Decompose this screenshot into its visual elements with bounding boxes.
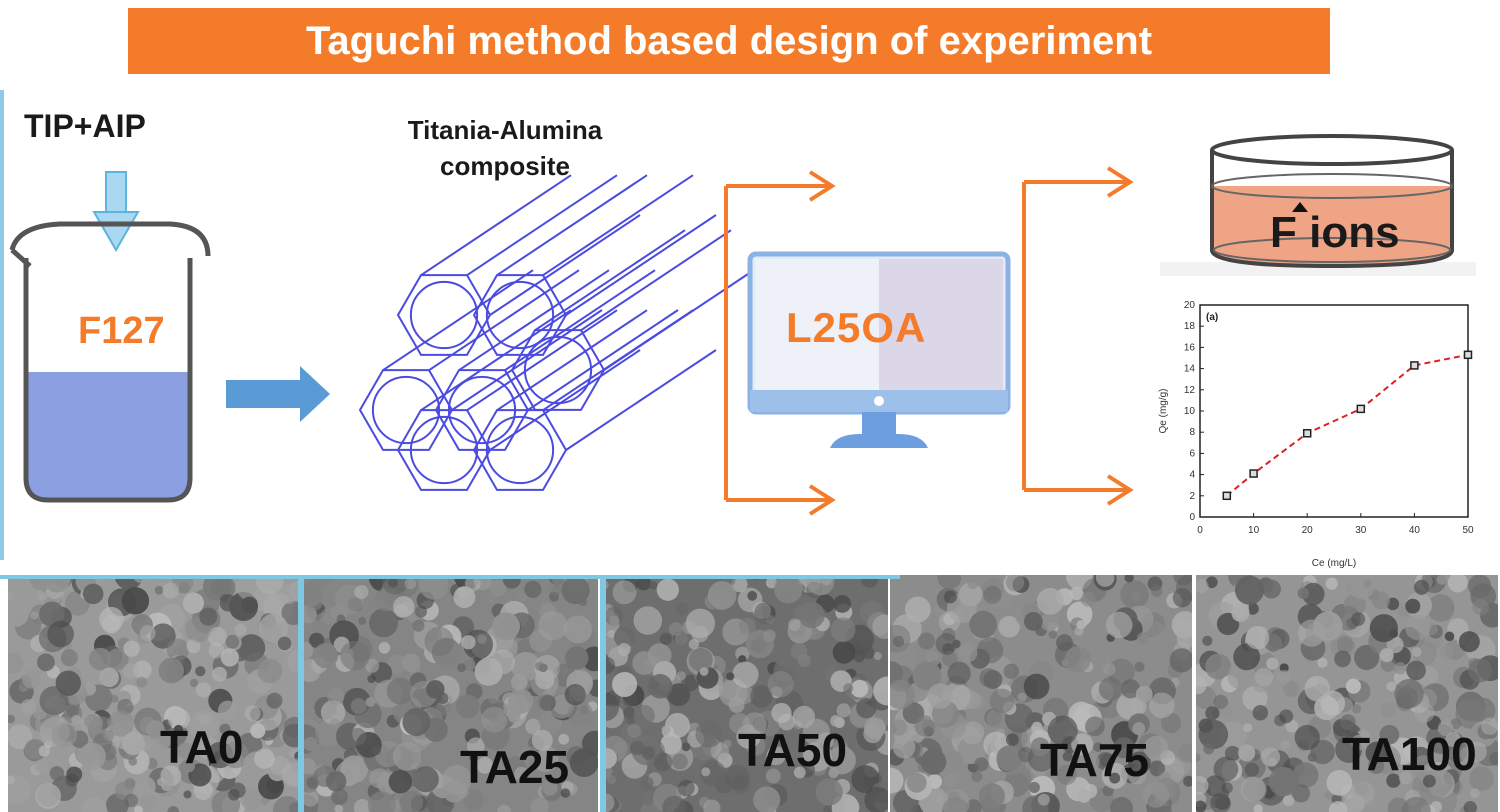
- y-tick-label: 6: [1189, 448, 1195, 459]
- y-tick-label: 12: [1184, 385, 1196, 396]
- x-tick-label: 10: [1248, 525, 1260, 536]
- tube-edge: [466, 309, 618, 411]
- tube-edge: [489, 214, 641, 316]
- tube-edge: [420, 174, 572, 276]
- sem-label-ta100: TA100: [1342, 728, 1477, 780]
- sem-image-strip: TA0 TA25 TA50 TA75 TA100: [0, 575, 1500, 812]
- sem-texture: [304, 575, 598, 812]
- monitor-icon: [747, 251, 1011, 448]
- y-tick-label: 4: [1189, 470, 1195, 481]
- left-edge-line: [0, 90, 4, 560]
- x-tick-label: 30: [1355, 525, 1367, 536]
- tube-opening: [523, 335, 593, 405]
- data-point: [1410, 361, 1419, 370]
- hexagonal-tubes-icon: [358, 174, 755, 491]
- orange-bracket-arrows-1: [724, 170, 836, 516]
- tube-edge: [496, 309, 648, 411]
- petri-dish-icon: [1160, 134, 1476, 276]
- panel-divider: [298, 575, 304, 812]
- ions-label: F ions: [1270, 208, 1400, 257]
- data-point: [1249, 469, 1258, 478]
- sem-texture: [890, 575, 1192, 812]
- x-tick-label: 40: [1409, 525, 1421, 536]
- y-tick-label: 20: [1184, 300, 1196, 311]
- sem-label-ta50: TA50: [738, 724, 848, 776]
- sem-texture: [1196, 575, 1498, 812]
- sem-label-ta25: TA25: [460, 741, 570, 793]
- design-label: L25OA: [786, 304, 927, 351]
- y-tick-label: 2: [1189, 491, 1195, 502]
- composite-label-line1: Titania-Alumina: [407, 115, 603, 145]
- composite-label: Titania-Alumina composite: [390, 112, 620, 184]
- tube-edge: [565, 349, 717, 451]
- tube-edge: [489, 349, 641, 451]
- tube-edge: [496, 174, 648, 276]
- chart-y-label: Qe (mg/g): [1158, 388, 1169, 433]
- panel-divider: [600, 575, 606, 812]
- tube-edge: [458, 269, 610, 371]
- tube-edge: [466, 174, 618, 276]
- panel-top-line: [0, 575, 900, 579]
- y-tick-label: 14: [1184, 364, 1196, 375]
- right-arrow-icon: [226, 366, 330, 422]
- sem-texture: [604, 575, 888, 812]
- orange-bracket-arrows-2: [1022, 166, 1134, 506]
- beaker-icon: [9, 221, 211, 503]
- data-point: [1463, 350, 1473, 360]
- tube-edge: [527, 309, 679, 411]
- sem-image-ta0: [8, 575, 300, 812]
- x-tick-label: 50: [1462, 525, 1474, 536]
- sem-image-ta100: [1196, 575, 1498, 812]
- chart-frame: [1199, 304, 1469, 518]
- precursor-label: TIP+AIP: [24, 108, 146, 144]
- process-diagram: (a) Ce (mg/L) Qe (mg/g) 0 10 20 30 40 50 0 2 4 6 8…: [0, 90, 1476, 569]
- x-tick-label: 20: [1302, 525, 1314, 536]
- tube-opening: [485, 280, 555, 350]
- chart-fit-line: [1226, 353, 1469, 497]
- y-tick-label: 18: [1184, 321, 1196, 332]
- y-tick-label: 16: [1184, 342, 1196, 353]
- sem-label-ta0: TA0: [160, 721, 244, 773]
- tube-opening: [409, 415, 479, 485]
- x-tick-label: 0: [1197, 525, 1203, 536]
- sem-image-ta75: [890, 575, 1192, 812]
- template-label: F127: [78, 310, 165, 352]
- tube-edge: [542, 174, 694, 276]
- y-tick-label: 8: [1189, 427, 1195, 438]
- tube-edge: [420, 309, 572, 411]
- tube-edge: [542, 309, 694, 411]
- sem-image-ta50: [604, 575, 888, 812]
- y-tick-label: 10: [1184, 406, 1196, 417]
- title-banner: [128, 8, 1330, 74]
- tube-edge: [565, 214, 717, 316]
- tube-opening: [409, 280, 479, 350]
- tube-edge: [534, 229, 686, 331]
- adsorption-chart: (a) Ce (mg/L) Qe (mg/g) 0 10 20 30 40 50 0 2 4 6 8…: [1158, 300, 1474, 569]
- tube-edge: [580, 229, 732, 331]
- tube-edge: [382, 269, 534, 371]
- chart-x-label: Ce (mg/L): [1312, 558, 1356, 569]
- y-tick-label: 0: [1189, 512, 1195, 523]
- sem-texture: [8, 575, 300, 812]
- data-point: [1302, 429, 1312, 438]
- chart-panel-label: (a): [1206, 312, 1218, 323]
- precursor-arrow-icon: [92, 171, 140, 252]
- composite-label-line2: composite: [439, 151, 571, 181]
- sem-label-ta75: TA75: [1040, 734, 1150, 786]
- data-point: [1356, 404, 1366, 414]
- title-text: Taguchi method based design of experimen…: [305, 19, 1153, 63]
- minus-charge-icon: [1292, 202, 1308, 212]
- data-point: [1222, 491, 1232, 501]
- tube-opening: [485, 415, 555, 485]
- sem-image-ta25: [304, 575, 598, 812]
- tube-edge: [428, 269, 580, 371]
